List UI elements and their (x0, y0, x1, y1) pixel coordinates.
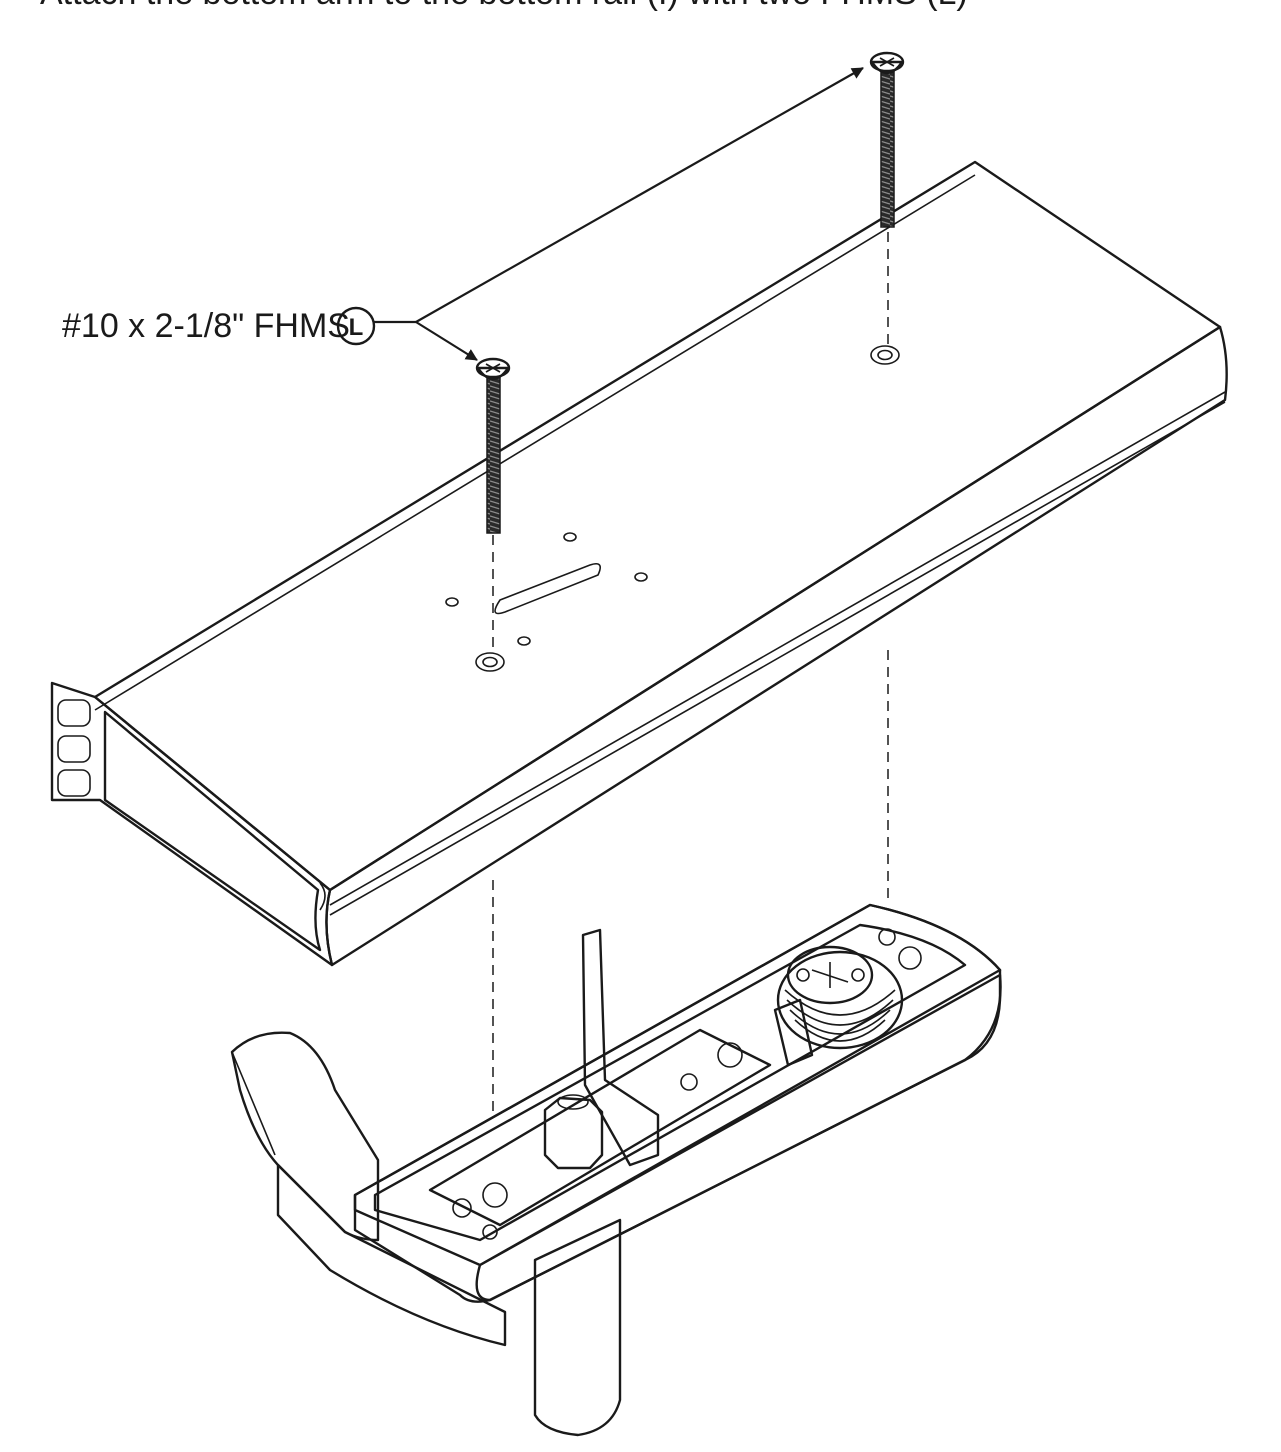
rail-groove-line-lower (329, 401, 1226, 916)
housing-rim (353, 903, 1002, 1267)
small-hole (445, 597, 459, 607)
phillips-drive-icon (879, 57, 895, 67)
arm-lever-edge (231, 1051, 276, 1156)
small-hole (634, 572, 648, 582)
cap-screw (796, 968, 810, 982)
adjusting-nut (543, 1096, 604, 1170)
fastener-callout: #10 x 2-1/8" FHMS L (62, 67, 864, 361)
bottom-rail (50, 160, 1228, 967)
housing-front-wall (475, 973, 1002, 1302)
part-badge-circle (336, 306, 376, 346)
screw-rear (869, 51, 905, 228)
part-badge-letter: L (349, 314, 364, 341)
housing-hole (878, 928, 896, 946)
housing-screw (482, 1182, 508, 1208)
housing-hole (898, 946, 922, 970)
profile-slot-1 (57, 699, 91, 727)
spring-coils (784, 989, 896, 1042)
profile-slot-2 (57, 735, 91, 763)
screw-front (475, 357, 511, 534)
housing-screw (717, 1042, 743, 1068)
screw-rear-head-top (869, 51, 905, 73)
profile-slot-3 (57, 769, 91, 797)
pivot-spindle (533, 1218, 622, 1437)
rail-side-face (325, 325, 1228, 967)
callout-arrow-rear (415, 67, 864, 323)
adjustment-slot (494, 562, 601, 615)
spring-cartridge-body (776, 950, 904, 1050)
rail-notch (319, 882, 326, 911)
countersunk-hole-rear-inner (877, 349, 893, 361)
stop-tab (773, 998, 814, 1067)
rail-groove-line (329, 391, 1226, 906)
spring-cap (786, 945, 874, 1005)
small-hole (563, 532, 577, 542)
housing-hole (452, 1198, 472, 1218)
bracket-upright (581, 928, 660, 1167)
housing-cavity (373, 923, 967, 1242)
screw-rear-shank (880, 71, 895, 228)
housing-body (353, 903, 1002, 1303)
phillips-drive-icon (485, 363, 501, 373)
alignment-lines (492, 232, 889, 1115)
fastener-callout-text: #10 x 2-1/8" FHMS (62, 307, 350, 345)
countersunk-hole-front (475, 652, 505, 672)
cap-cross-icon (811, 962, 849, 988)
housing-hole (482, 1224, 498, 1240)
rail-top-face (93, 160, 1222, 892)
small-hole (517, 636, 531, 646)
countersunk-hole-rear (870, 345, 900, 365)
screw-front-shank (486, 377, 501, 534)
rail-end-face (50, 681, 334, 967)
callout-arrow-front (415, 321, 478, 361)
cap-screw (851, 968, 865, 982)
arm-base (276, 1163, 507, 1347)
rail-inner-edge (94, 174, 976, 711)
nut-top (557, 1094, 589, 1110)
rail-hollow-opening (103, 710, 322, 952)
arm-lever (230, 1031, 380, 1242)
screw-front-head-top (475, 357, 511, 379)
countersunk-hole-front-inner (482, 656, 498, 668)
housing-hole (680, 1073, 698, 1091)
pivot-arm-assembly (230, 903, 1002, 1437)
instruction-text: Attach the bottom arm to the bottom rail… (40, 0, 968, 12)
